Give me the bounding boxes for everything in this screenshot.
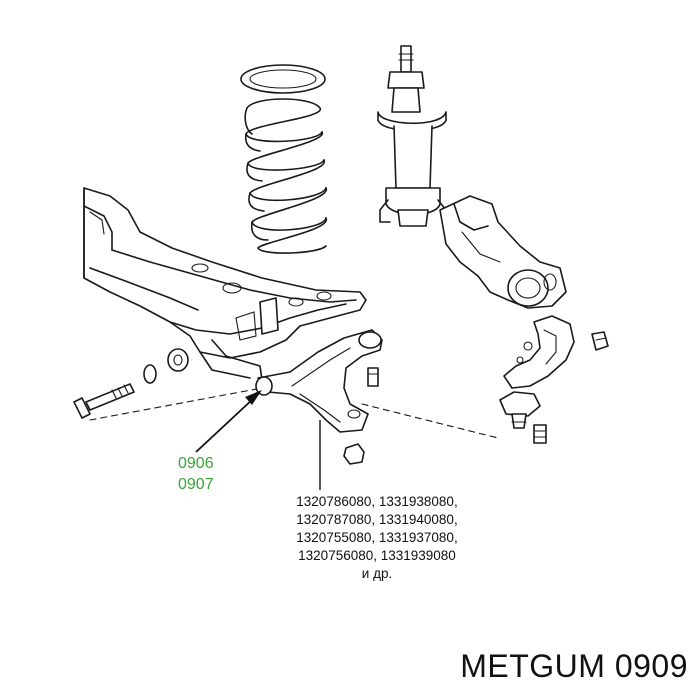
lower-control-arm: [255, 329, 383, 433]
callout-code-0906: 0906: [178, 455, 214, 472]
coil-spring: [240, 64, 327, 254]
brand-label: METGUM 0909: [460, 648, 688, 684]
shock-absorber: [377, 45, 447, 227]
ball-joint-bolt: [533, 424, 547, 444]
callout-arrow: [195, 390, 262, 453]
small-bolt-right: [591, 331, 609, 351]
part-number-line: 1320786080, 1331938080,: [296, 494, 458, 509]
part-number-line: 1320756080, 1331939080: [298, 548, 456, 563]
ball-joint: [499, 391, 541, 429]
callout-code-0907: 0907: [178, 476, 214, 493]
brake-dust-shield: [503, 315, 575, 389]
part-number-note: и др.: [361, 566, 393, 581]
front-subframe: [83, 187, 367, 381]
long-bolt: [73, 383, 135, 419]
part-numbers-block: 1320786080, 1331938080, 1320787080, 1331…: [262, 493, 492, 583]
arm-fasteners: [343, 367, 379, 465]
part-number-line: 1320755080, 1331937080,: [296, 530, 458, 545]
part-number-line: 1320787080, 1331940080,: [296, 512, 458, 527]
bushing-washer-left: [143, 348, 189, 384]
steering-knuckle: [439, 195, 567, 309]
bolt-axis-dashes: [89, 387, 499, 439]
